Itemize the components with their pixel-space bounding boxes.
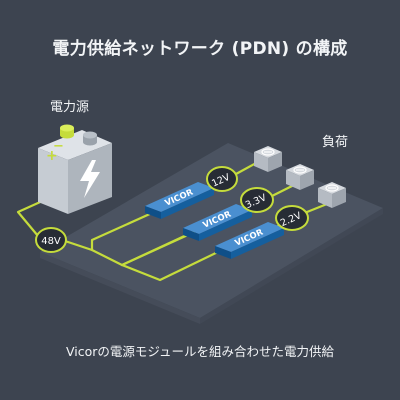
board-platform-side <box>200 208 383 324</box>
load-cube-1 <box>254 146 282 172</box>
load-cube-3 <box>318 182 346 208</box>
battery: + − <box>38 124 112 214</box>
bidirectional-arrows-icon <box>293 166 307 174</box>
output-voltage-badge-3: 2.2V <box>275 205 309 231</box>
bidirectional-arrows-icon <box>325 184 339 192</box>
lightning-bolt-icon <box>80 160 100 198</box>
output-voltage-badge-2: 3.3V <box>240 187 274 213</box>
diagram-title: 電力供給ネットワーク (PDN) の構成 <box>52 39 348 59</box>
battery-minus-sign: − <box>53 139 64 154</box>
battery-plus-sign: + <box>46 148 58 164</box>
input-voltage-badge: 48V <box>35 227 67 253</box>
wire-trunk-to-module-2 <box>120 232 192 267</box>
diagram-caption: Vicorの電源モジュールを組み合わせた電力供給 <box>65 344 335 359</box>
power-source-label: 電力源 <box>50 100 90 115</box>
wire-trunk-to-module-3 <box>120 248 224 282</box>
load-label: 負荷 <box>322 135 349 150</box>
bidirectional-arrows-icon <box>261 148 275 156</box>
load-cube-2 <box>286 164 314 190</box>
board-platform-edge <box>40 252 200 324</box>
input-voltage-label: 48V <box>41 236 61 247</box>
wire-trunk-to-module-1 <box>90 211 154 252</box>
output-voltage-badge-1: 12V <box>206 166 238 192</box>
